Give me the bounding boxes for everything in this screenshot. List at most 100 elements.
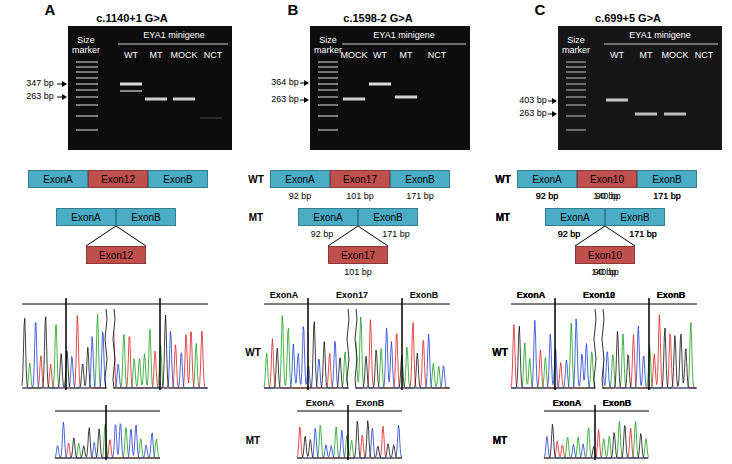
chromatogram-frame <box>106 309 114 391</box>
exon-label: ExonB <box>410 291 439 301</box>
size-label: 403 bp <box>519 96 547 106</box>
exon-name: Exon17 <box>341 250 375 261</box>
gel-image <box>76 62 98 130</box>
chromatogram-frame <box>264 298 450 460</box>
gel-image <box>635 113 657 116</box>
flanking-exon-box: ExonA <box>545 208 605 226</box>
inserted-exon-box: Exon17 <box>330 170 390 188</box>
chromatogram-trace <box>544 424 648 458</box>
exon-name: ExonA <box>560 212 589 223</box>
size-arrow <box>57 84 62 97</box>
exon-name: ExonB <box>405 174 434 185</box>
panel-letter: C <box>535 2 546 19</box>
exon-label: ExonB <box>356 399 385 409</box>
length-label: 171 bp <box>406 192 434 202</box>
flanking-exon-box: ExonB <box>637 170 697 188</box>
chromatogram-frame <box>66 298 160 460</box>
chromatogram-trace <box>544 436 648 458</box>
row-label: MT <box>249 212 263 223</box>
lane-label: WT <box>610 51 624 61</box>
chromatogram-frame <box>595 309 603 391</box>
exon-label: ExonA <box>517 291 546 301</box>
flanking-exon-box: ExonB <box>358 208 418 226</box>
mutation-title: c.1140+1 G>A <box>96 12 168 24</box>
exon-label: ExonA <box>270 291 299 301</box>
exon-name: Exon12 <box>99 250 133 261</box>
flanking-exon-box: ExonA <box>517 170 577 188</box>
size-arrow <box>300 83 304 100</box>
inserted-exon-box: Exon17 <box>328 246 388 264</box>
chromatogram-frame <box>511 304 697 411</box>
gel-image <box>342 44 466 45</box>
size-arrow <box>62 81 67 87</box>
chromatogram-frame <box>22 304 208 411</box>
chromatogram-frame <box>347 309 357 389</box>
length-label: 140 bp <box>593 192 621 202</box>
exon-label: Exon17 <box>336 291 368 301</box>
exon-name: Exon10 <box>588 250 622 261</box>
exon-name: ExonA <box>313 212 342 223</box>
mutation-title: c.1598-2 G>A <box>343 12 412 24</box>
row-label: MT <box>246 435 260 446</box>
exon-name: ExonB <box>652 174 681 185</box>
exon-name: ExonA <box>285 174 314 185</box>
inserted-exon-box: Exon12 <box>88 170 148 188</box>
gel-image <box>395 96 417 99</box>
exon-name: ExonB <box>131 212 160 223</box>
row-label: WT <box>492 347 508 358</box>
lane-label: MOCK <box>171 51 198 61</box>
flanking-exon-box: ExonA <box>28 170 88 188</box>
gel-image <box>310 26 470 150</box>
chromatogram-frame <box>22 298 208 460</box>
exon-name: ExonA <box>43 174 72 185</box>
gel-image <box>68 26 232 150</box>
gel-image <box>369 83 391 86</box>
gel-image <box>604 44 718 45</box>
length-label: 92 bp <box>536 192 559 202</box>
size-label: 263 bp <box>26 92 54 102</box>
length-label: 171 bp <box>629 230 657 240</box>
inserted-exon-box: Exon12 <box>86 246 146 264</box>
lane-label: EYA1 minigene <box>629 31 690 41</box>
chromatogram-frame <box>308 298 402 460</box>
lane-label: Size marker <box>559 36 593 56</box>
exon-name: Exon17 <box>343 174 377 185</box>
chromatogram-frame <box>555 298 649 460</box>
gel-image <box>68 26 232 150</box>
panel-letter: A <box>45 2 56 19</box>
length-label: 92 bp <box>311 230 334 240</box>
lane-label: Size marker <box>311 36 345 56</box>
inserted-exon-box: Exon10 <box>575 246 635 264</box>
lane-label: EYA1 minigene <box>143 31 204 41</box>
chromatogram-frame <box>105 309 115 389</box>
size-label: 347 bp <box>26 79 54 89</box>
length-label: 171 bp <box>382 230 410 240</box>
splice-line <box>116 226 146 246</box>
chromatogram-trace <box>55 422 160 458</box>
exon-name: ExonB <box>620 212 649 223</box>
lane-label: NCT <box>428 51 447 61</box>
gel-image <box>566 62 586 130</box>
row-label: WT <box>248 174 264 185</box>
exon-label: ExonB <box>603 399 632 409</box>
exon-label: ExonA <box>553 399 582 409</box>
chromatogram-frame <box>348 309 356 391</box>
flanking-exon-box: ExonB <box>390 170 450 188</box>
chromatogram-frame <box>511 298 697 460</box>
chromatogram-trace <box>544 428 648 458</box>
lane-label: NCT <box>204 51 223 61</box>
gel-image <box>173 98 195 101</box>
exon-name: ExonA <box>71 212 100 223</box>
exon-label: Exon10 <box>583 291 615 301</box>
gel-image <box>606 99 628 102</box>
size-arrow <box>552 111 557 117</box>
size-arrow <box>548 98 557 117</box>
length-label: 101 bp <box>344 268 372 278</box>
lane-label: EYA1 minigene <box>373 31 434 41</box>
chromatogram-trace <box>55 424 160 458</box>
exon-name: ExonB <box>163 174 192 185</box>
length-label: 140 bp <box>591 268 619 278</box>
size-arrow <box>304 97 309 103</box>
